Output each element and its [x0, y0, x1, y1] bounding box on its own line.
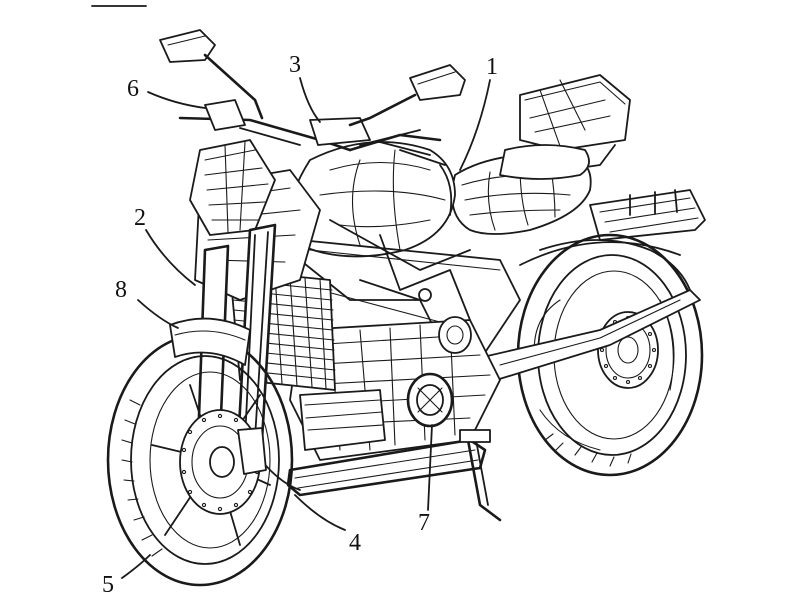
label-2: 2	[134, 205, 146, 231]
label-6: 6	[127, 76, 139, 102]
seat	[452, 145, 591, 234]
label-7: 7	[418, 510, 430, 536]
right-mirror	[350, 65, 465, 125]
label-8: 8	[115, 277, 127, 303]
rear-rack	[590, 190, 705, 240]
label-5: 5	[102, 572, 114, 598]
label-4: 4	[349, 530, 361, 556]
label-1: 1	[486, 54, 498, 80]
label-3: 3	[289, 52, 301, 78]
